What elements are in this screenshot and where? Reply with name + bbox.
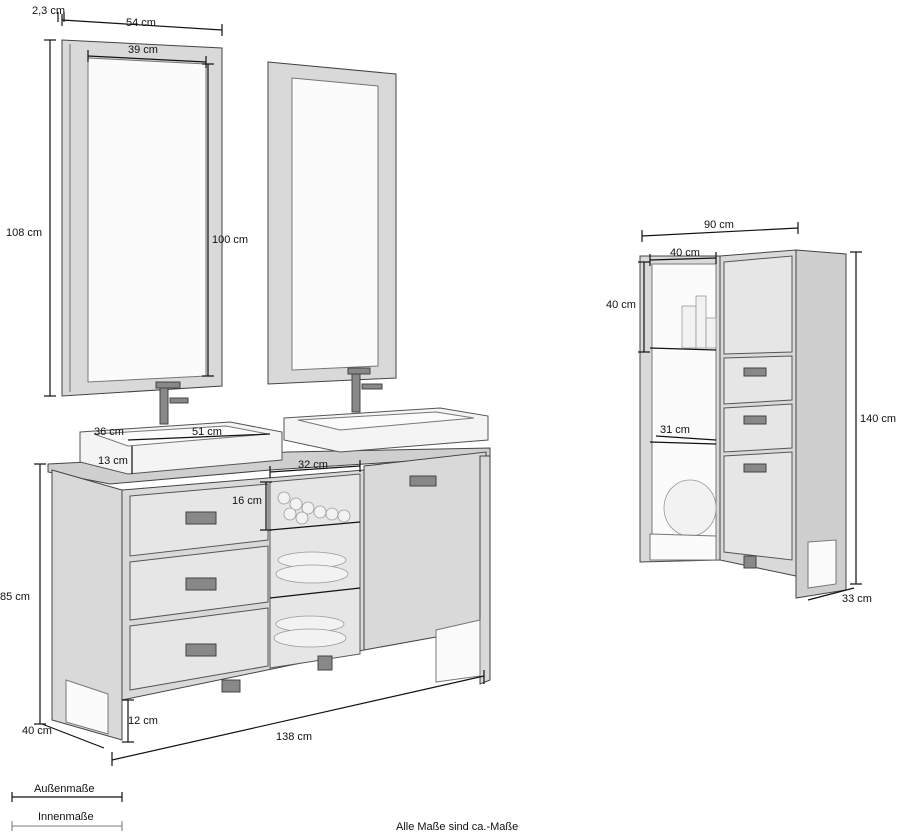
right-mirror (267, 61, 397, 385)
label-mirror-height-inner: 100 cm (212, 234, 248, 246)
label-basin-height: 13 cm (98, 455, 128, 467)
label-shelf-height: 16 cm (232, 495, 262, 507)
label-frame-depth: 2,3 cm (32, 5, 65, 17)
label-vanity-depth: 40 cm (22, 725, 52, 737)
label-basin-depth: 36 cm (94, 426, 124, 438)
left-mirror (61, 39, 223, 397)
label-mirror-width-inner: 39 cm (128, 44, 158, 56)
dimension-labels: 2,3 cm 54 cm 39 cm 108 cm 100 cm 36 cm 5… (0, 5, 896, 833)
label-vanity-height: 85 cm (0, 591, 30, 603)
label-cabinet-inner-depth: 31 cm (660, 424, 690, 436)
label-cabinet-shelf-height: 40 cm (606, 299, 636, 311)
bead-decoration (277, 491, 351, 525)
label-cabinet-width: 90 cm (704, 219, 734, 231)
label-mirror-width-outer: 54 cm (126, 17, 156, 29)
footer-note: Alle Maße sind ca.-Maße (396, 821, 518, 833)
label-shelf-width: 32 cm (298, 459, 328, 471)
label-cabinet-depth: 33 cm (842, 593, 872, 605)
label-cabinet-shelf-width: 40 cm (670, 247, 700, 259)
legend-inner-label: Innenmaße (38, 811, 94, 823)
dimension-lines (11, 12, 862, 831)
label-basin-width: 51 cm (192, 426, 222, 438)
tall-cabinet (639, 249, 847, 599)
legend-outer-label: Außenmaße (34, 783, 95, 795)
label-leg-height: 12 cm (128, 715, 158, 727)
label-vanity-width: 138 cm (276, 731, 312, 743)
vanity (47, 407, 491, 741)
label-mirror-height-outer: 108 cm (6, 227, 42, 239)
faucets (155, 367, 383, 425)
label-cabinet-height: 140 cm (860, 413, 896, 425)
